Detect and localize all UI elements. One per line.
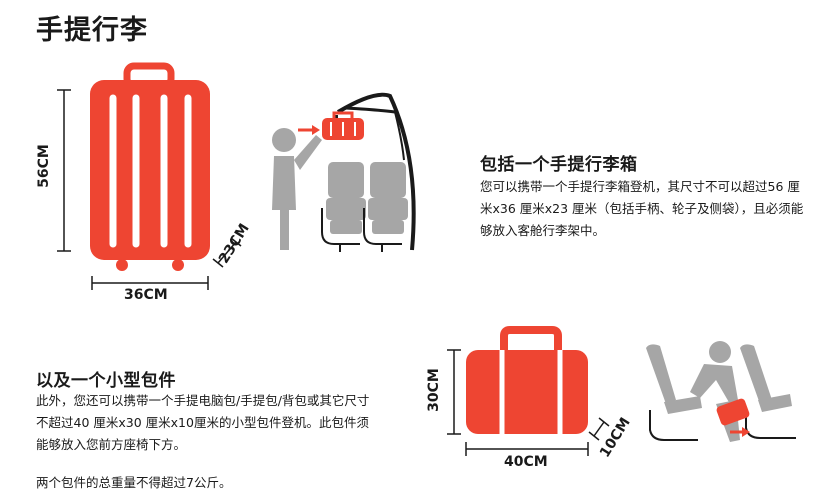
duffel-height-label: 30CM bbox=[426, 368, 442, 412]
cabin-bag-description: 您可以携带一个手提行李箱登机，其尺寸不可以超过56 厘米x36 厘米x23 厘米… bbox=[480, 179, 804, 238]
duffel-width-label: 40CM bbox=[504, 454, 548, 470]
small-item-heading: 以及一个小型包件 bbox=[36, 371, 176, 391]
weight-note: 两个包件的总重量不得超过7公斤。 bbox=[36, 475, 232, 490]
suitcase-height-label: 56CM bbox=[36, 144, 52, 188]
suitcase-depth-label: 23CM bbox=[216, 220, 253, 267]
cabin-bag-heading: 包括一个手提行李箱 bbox=[480, 155, 638, 175]
page-title: 手提行李 bbox=[36, 15, 148, 46]
duffel-depth-label: 10CM bbox=[597, 414, 634, 461]
small-item-description: 此外，您还可以携带一个手提电脑包/手提包/背包或其它尺寸不超过40 厘米x30 … bbox=[36, 393, 370, 452]
suitcase-width-label: 36CM bbox=[124, 287, 168, 303]
